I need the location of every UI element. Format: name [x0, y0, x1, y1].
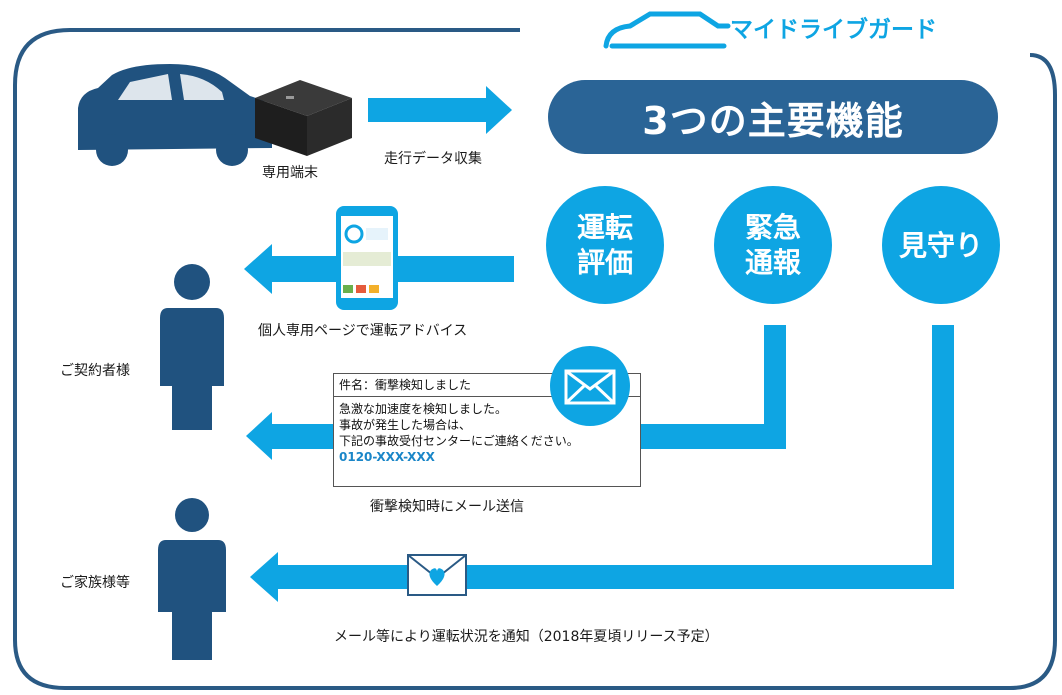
email-line: 事故が発生した場合は、: [339, 418, 472, 432]
smartphone-icon: [336, 206, 398, 310]
personal-page-label: 個人専用ページで運転アドバイス: [258, 323, 468, 339]
email-phone: 0120-XXX-XXX: [339, 450, 435, 464]
feature-circle-emergency-report: 緊急 通報: [714, 186, 832, 304]
impact-mail-label: 衝撃検知時にメール送信: [370, 499, 524, 515]
page-title: 3つの主要機能: [548, 80, 998, 154]
feature-label: 見守り: [898, 228, 983, 262]
frame-border: [13, 28, 1057, 690]
email-line: 下記の事故受付センターにご連絡ください。: [339, 434, 579, 448]
email-body: 急激な加速度を検知しました。 事故が発生した場合は、 下記の事故受付センターにご…: [334, 397, 640, 469]
brand-name: マイドライブガード: [730, 17, 937, 43]
email-subject: 件名：衝撃検知しました: [334, 374, 640, 397]
device-label: 専用端末: [262, 165, 318, 181]
heart-envelope-icon: [407, 554, 467, 596]
contractor-label: ご契約者様: [60, 363, 130, 379]
car-icon: [78, 64, 272, 166]
device-icon: [255, 80, 352, 156]
feature-label: 緊急 通報: [744, 211, 801, 279]
email-notification-box: 件名：衝撃検知しました 急激な加速度を検知しました。 事故が発生した場合は、 下…: [333, 373, 641, 487]
arrow-watch: [250, 325, 954, 602]
data-collection-label: 走行データ収集: [384, 151, 482, 167]
email-line: 急激な加速度を検知しました。: [339, 402, 508, 416]
feature-circle-watch: 見守り: [882, 186, 1000, 304]
person-icon-contractor: [160, 264, 224, 430]
feature-circle-driving-evaluation: 運転 評価: [546, 186, 664, 304]
arrow-data-collection: [368, 86, 512, 134]
family-label: ご家族様等: [60, 575, 130, 591]
feature-label: 運転 評価: [576, 211, 633, 279]
car-logo-icon: [603, 11, 731, 49]
person-icon-family: [158, 498, 226, 660]
mail-icon: [550, 346, 630, 426]
notify-label: メール等により運転状況を通知（2018年夏頃リリース予定）: [334, 629, 719, 645]
